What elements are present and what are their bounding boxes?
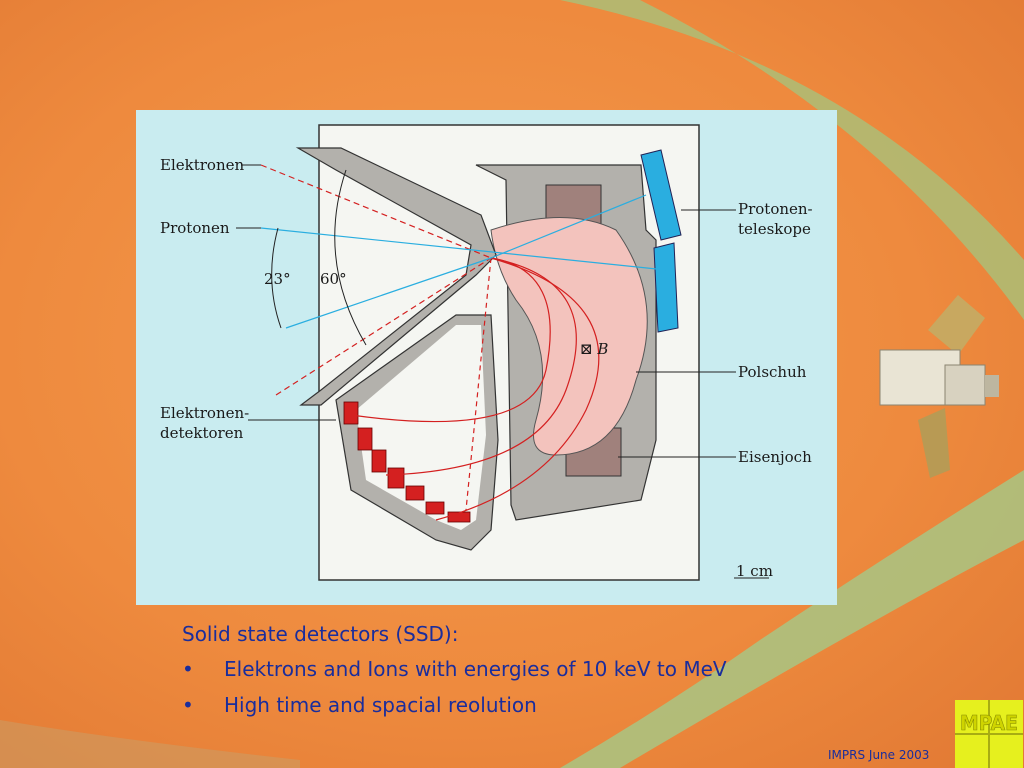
detector-diagram [136, 110, 837, 605]
label-scale: 1 cm [736, 562, 773, 580]
label-elektronen-detektoren-1: Elektronen- [160, 404, 250, 422]
satellite-image [879, 295, 999, 478]
mpae-logo: MPAE [955, 700, 1023, 768]
label-angle-60: 60° [320, 270, 347, 288]
proton-telescopes [640, 149, 682, 333]
label-field-b: ⊠ B [580, 340, 609, 358]
label-protonen-teleskope-2: teleskope [738, 220, 811, 238]
label-protonen: Protonen [160, 219, 230, 237]
label-angle-23: 23° [264, 270, 291, 288]
bullet-item: • High time and spacial reolution [182, 693, 537, 717]
bullet-text: High time and spacial reolution [224, 693, 537, 717]
bullet-marker: • [182, 693, 194, 717]
label-elektronen: Elektronen [160, 156, 245, 174]
proton-tracks [260, 194, 667, 329]
angle-arc-large [334, 169, 367, 346]
caption-heading: Solid state detectors (SSD): [182, 622, 459, 646]
angle-arc-small [271, 227, 282, 329]
label-eisenjoch: Eisenjoch [738, 448, 812, 466]
electron-tracks [260, 164, 600, 521]
bullet-text: Elektrons and Ions with energies of 10 k… [224, 657, 727, 681]
label-protonen-teleskope-1: Protonen- [738, 200, 813, 218]
label-elektronen-detektoren-2: detektoren [160, 424, 244, 442]
label-polschuh: Polschuh [738, 363, 807, 381]
electron-detectors [343, 401, 471, 523]
collimator [295, 147, 497, 406]
bullet-item: • Elektrons and Ions with energies of 10 … [182, 657, 727, 681]
pole-shoe [490, 217, 648, 456]
bullet-marker: • [182, 657, 194, 681]
footer-text: IMPRS June 2003 [828, 748, 930, 762]
logo-text: MPAE [960, 711, 1018, 735]
